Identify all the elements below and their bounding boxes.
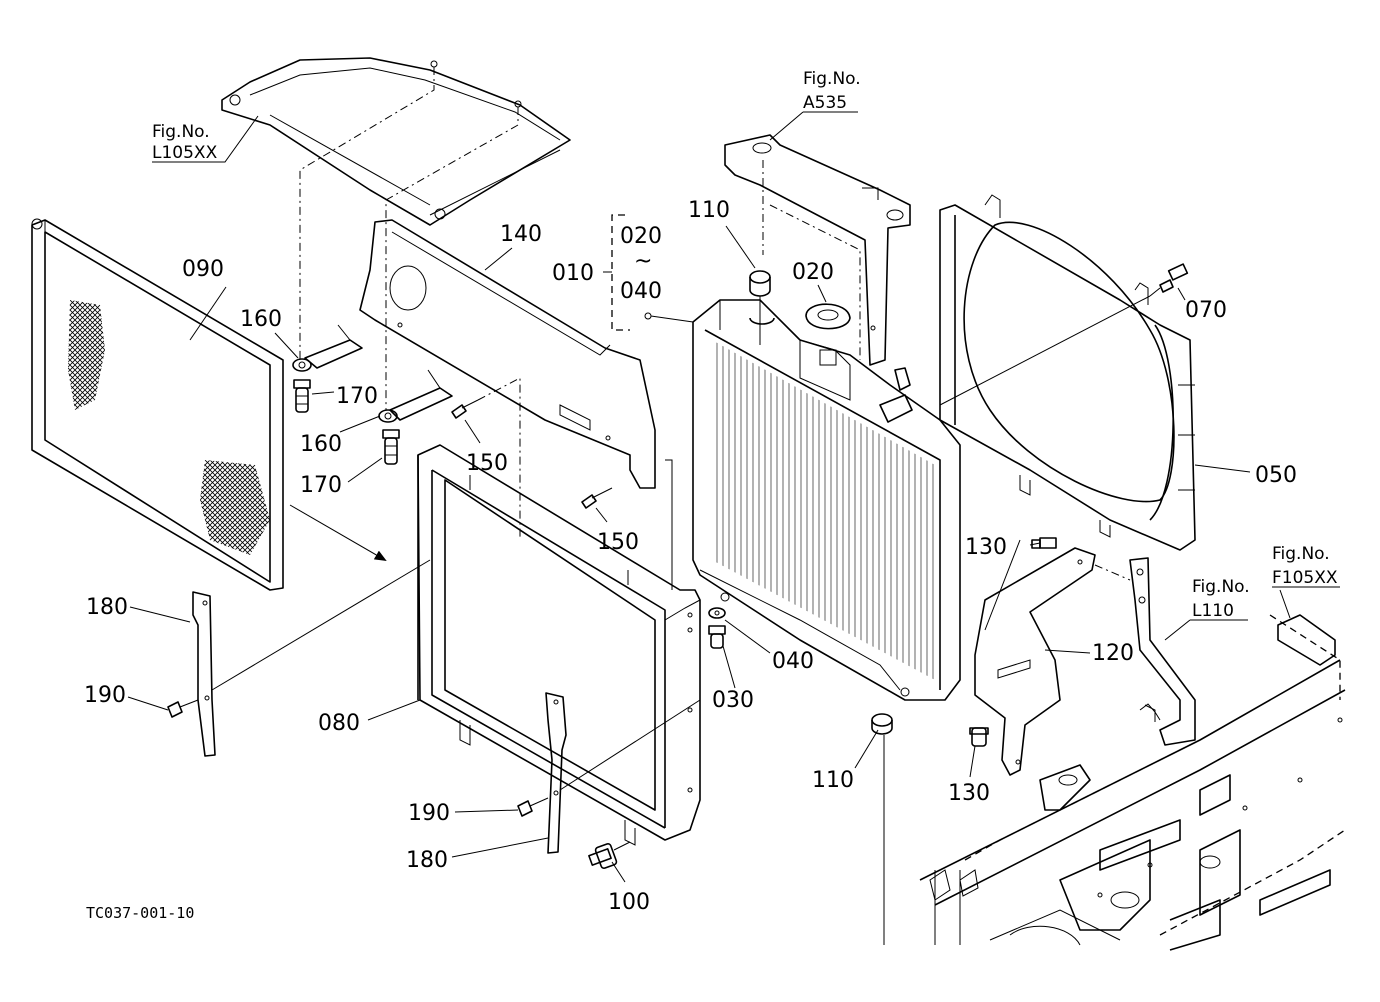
bolt-130-upper	[1031, 537, 1057, 549]
fig-ref-label: Fig.No.	[1272, 544, 1330, 564]
callout-170-upper: 170	[336, 384, 378, 409]
lower-bracket-120	[974, 547, 1096, 776]
side-bracket-l110	[1129, 557, 1196, 746]
callout-130-lower: 130	[948, 781, 990, 806]
callout-110-lower: 110	[812, 768, 854, 793]
bushing-110-lower	[871, 713, 893, 735]
callout-140: 140	[500, 222, 542, 247]
callout-100: 100	[608, 890, 650, 915]
radiator-screen-090	[31, 218, 284, 591]
bolt-170-upper	[293, 379, 311, 413]
frame-guide	[665, 459, 673, 590]
fig-ref-label: Fig.No.	[152, 122, 210, 142]
strip-guide-left	[211, 559, 431, 691]
assembly-010-brace	[611, 214, 630, 331]
bolt-070	[1149, 263, 1189, 297]
bracket-160-lower	[378, 369, 453, 423]
callout-010: 010	[552, 261, 594, 286]
washer-040-lower	[708, 607, 726, 619]
screw-190-left	[167, 699, 199, 718]
callout-020-range-start: 020	[620, 224, 662, 249]
screw-150-a	[451, 399, 479, 419]
fig-ref-label: Fig.No.	[1192, 577, 1250, 597]
callout-030: 030	[712, 688, 754, 713]
bracket-120-guide	[1094, 564, 1131, 581]
upper-seal-140	[359, 219, 656, 489]
fig-l105-guide-line	[299, 67, 435, 360]
callout-050: 050	[1255, 463, 1297, 488]
figure-code: TC037-001-10	[86, 904, 194, 922]
fig-l105-guide-line-2	[385, 107, 519, 410]
fig-ref-f105xx: Fig.No. F105XX	[1272, 544, 1338, 588]
bushing-110-upper	[749, 270, 771, 318]
strip-180-left	[192, 591, 216, 757]
fig-ref-number: A535	[803, 93, 847, 113]
callout-110-upper: 110	[688, 198, 730, 223]
callout-130-upper: 130	[965, 535, 1007, 560]
fig-ref-label: Fig.No.	[803, 69, 861, 89]
fan-shroud-050	[939, 194, 1196, 551]
fig-ref-number: L105XX	[152, 143, 218, 163]
fig-ref-l110: Fig.No. L110	[1192, 577, 1250, 621]
screw-190-right	[517, 797, 549, 817]
callout-080: 080	[318, 711, 360, 736]
callout-040: 040	[772, 649, 814, 674]
bolt-030	[708, 625, 726, 649]
bracket-160-upper	[292, 324, 363, 372]
callout-070: 070	[1185, 298, 1227, 323]
fig-ref-a535: Fig.No. A535	[803, 69, 861, 113]
screw-150-b	[581, 487, 613, 509]
callout-020: 020	[792, 260, 834, 285]
strip-guide-right	[559, 699, 701, 791]
callout-160-upper: 160	[240, 307, 282, 332]
fig-ref-number: F105XX	[1272, 568, 1338, 588]
install-direction-arrow	[289, 504, 387, 562]
bolt-170-lower	[382, 429, 400, 465]
leader-lines	[127, 111, 1340, 883]
callout-range-tilde: ~	[634, 249, 652, 274]
chassis-frame	[919, 614, 1346, 951]
callout-190-left: 190	[84, 683, 126, 708]
bolt-100	[588, 841, 631, 870]
top-cover-panel	[221, 57, 571, 226]
radiator-frame-080	[417, 444, 701, 846]
callout-090: 090	[182, 257, 224, 282]
bolt-070-guide	[939, 295, 1151, 406]
callout-190-right: 190	[408, 801, 450, 826]
callout-180-right: 180	[406, 848, 448, 873]
radiator-cap-020	[805, 303, 851, 366]
assembly-010-pointer	[650, 315, 694, 323]
bolt-130-lower	[969, 727, 989, 747]
upper-mount-bracket	[724, 134, 911, 366]
callout-150-a: 150	[466, 451, 508, 476]
callout-180-left: 180	[86, 595, 128, 620]
callout-040-range-end: 040	[620, 279, 662, 304]
fig-ref-l105xx: Fig.No. L105XX	[152, 122, 218, 163]
fig-ref-number: L110	[1192, 601, 1234, 621]
callout-160-lower: 160	[300, 432, 342, 457]
radiator-core-010	[644, 299, 961, 701]
strip-180-right	[545, 692, 567, 854]
callout-120: 120	[1092, 641, 1134, 666]
callout-150-b: 150	[597, 530, 639, 555]
callout-170-lower: 170	[300, 473, 342, 498]
